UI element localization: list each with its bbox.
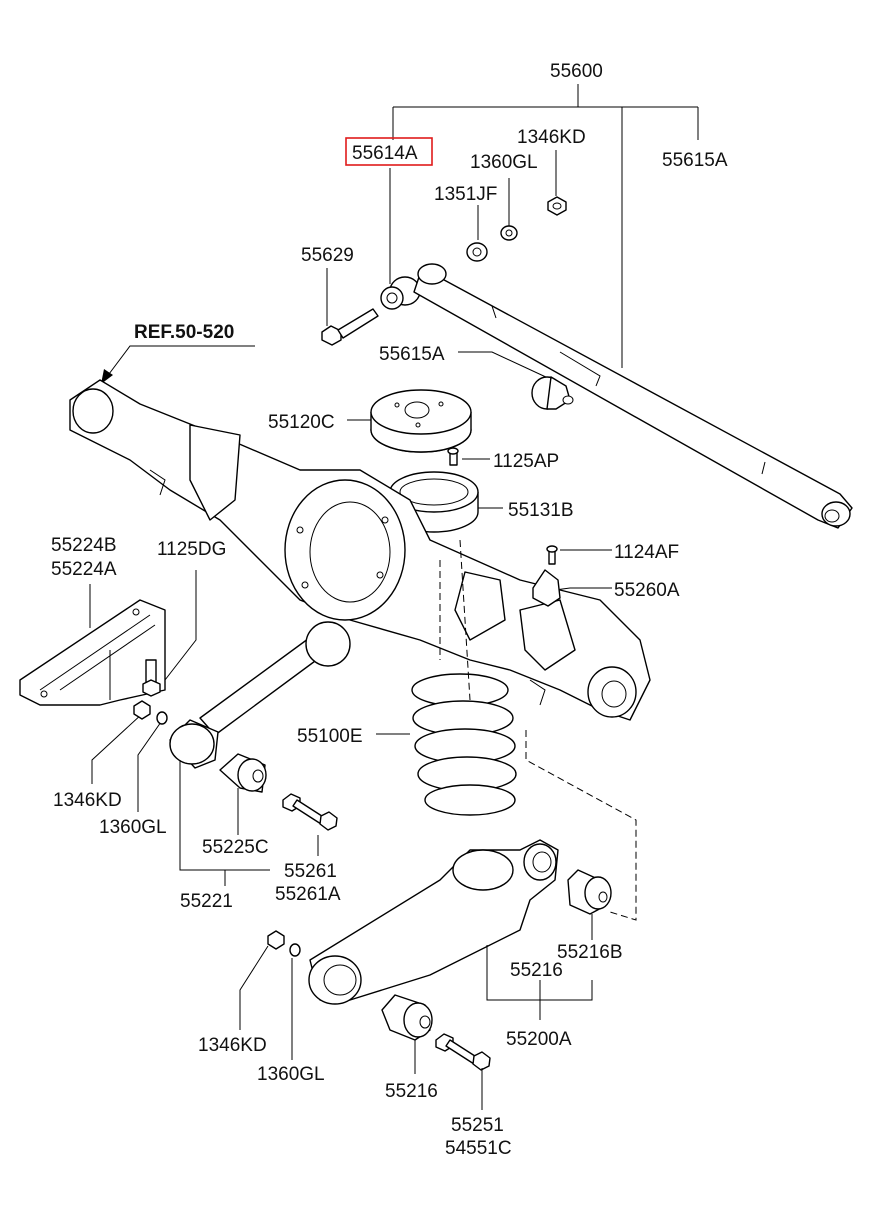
label-55260a[interactable]: 55260A <box>614 580 680 601</box>
label-55615a-top[interactable]: 55615A <box>662 150 728 171</box>
bracket-group-right <box>532 545 612 607</box>
label-1346kd-left[interactable]: 1346KD <box>53 790 122 811</box>
label-1360gl-bottom[interactable]: 1360GL <box>257 1064 325 1085</box>
nut-1346kd-bottom[interactable] <box>267 930 285 950</box>
bolt-1125dg[interactable] <box>142 659 161 697</box>
label-54551c[interactable]: 54551C <box>445 1138 512 1159</box>
bolt-55251[interactable] <box>435 1033 491 1071</box>
upper-arm-rod[interactable] <box>413 263 853 529</box>
washer-1360gl-top[interactable] <box>500 225 518 241</box>
bracket-55260a[interactable] <box>532 569 561 607</box>
lateral-link-55221[interactable] <box>169 621 351 769</box>
label-55261[interactable]: 55261 <box>284 861 337 882</box>
bolt-1125ap[interactable] <box>447 447 459 466</box>
part-labels: 55600 55614A 1346KD 55615A 1360GL 1351JF… <box>51 61 728 1159</box>
bolt-55629[interactable] <box>321 308 379 346</box>
label-55614a[interactable]: 55614A <box>352 143 418 164</box>
label-55224a[interactable]: 55224A <box>51 559 117 580</box>
label-55216-right[interactable]: 55216 <box>510 960 563 981</box>
label-55224b[interactable]: 55224B <box>51 535 117 556</box>
label-55615a-mid[interactable]: 55615A <box>379 344 445 365</box>
bushing-55216b[interactable] <box>567 869 612 915</box>
washer-1351jf[interactable] <box>466 242 488 262</box>
label-1346kd-bottom[interactable]: 1346KD <box>198 1035 267 1056</box>
label-55131b[interactable]: 55131B <box>508 500 574 521</box>
label-1346kd-top[interactable]: 1346KD <box>517 127 586 148</box>
label-55600[interactable]: 55600 <box>550 61 603 82</box>
label-55120c[interactable]: 55120C <box>268 412 335 433</box>
label-1360gl-top[interactable]: 1360GL <box>470 152 538 173</box>
bushing-55216-bottom[interactable] <box>381 994 433 1041</box>
label-55216b[interactable]: 55216B <box>557 942 623 963</box>
lower-link-assembly <box>169 621 351 886</box>
label-ref[interactable]: REF.50-520 <box>134 322 234 343</box>
axle-housing-ref <box>69 345 651 721</box>
label-55251[interactable]: 55251 <box>451 1115 504 1136</box>
lower-control-arm-assembly <box>239 839 612 1110</box>
bushing-55614a[interactable] <box>380 276 421 310</box>
label-1360gl-left[interactable]: 1360GL <box>99 817 167 838</box>
label-1125ap[interactable]: 1125AP <box>493 451 559 472</box>
left-bracket-assembly <box>19 570 197 812</box>
washer-1360gl-bottom[interactable] <box>289 943 301 957</box>
bolt-55261[interactable] <box>282 793 338 831</box>
upper-arm-assembly <box>321 84 853 529</box>
label-55629[interactable]: 55629 <box>301 245 354 266</box>
bolt-1124af[interactable] <box>546 545 558 565</box>
bushing-55225c[interactable] <box>219 753 267 793</box>
label-1351jf[interactable]: 1351JF <box>434 184 497 205</box>
nut-1346kd-left[interactable] <box>133 700 151 720</box>
label-55200a[interactable]: 55200A <box>506 1029 572 1050</box>
washer-1360gl-left[interactable] <box>156 711 168 725</box>
coil-spring-55100e[interactable] <box>376 539 637 921</box>
label-1125dg[interactable]: 1125DG <box>157 539 226 560</box>
spring-seat-assembly <box>347 389 503 533</box>
bushing-55615a[interactable] <box>531 376 574 410</box>
label-55216-bottom[interactable]: 55216 <box>385 1081 438 1102</box>
label-55100e[interactable]: 55100E <box>297 726 363 747</box>
label-55221[interactable]: 55221 <box>180 891 233 912</box>
nut-1346kd-top[interactable] <box>547 196 567 216</box>
spring-upper-seat-55120c[interactable] <box>370 389 472 453</box>
label-55261a[interactable]: 55261A <box>275 884 341 905</box>
highlight-box-55614a <box>345 137 433 166</box>
label-1124af[interactable]: 1124AF <box>614 542 679 563</box>
bracket-55224a[interactable] <box>19 599 166 706</box>
lower-arm-55200a[interactable] <box>308 839 559 1005</box>
label-55225c[interactable]: 55225C <box>202 837 269 858</box>
